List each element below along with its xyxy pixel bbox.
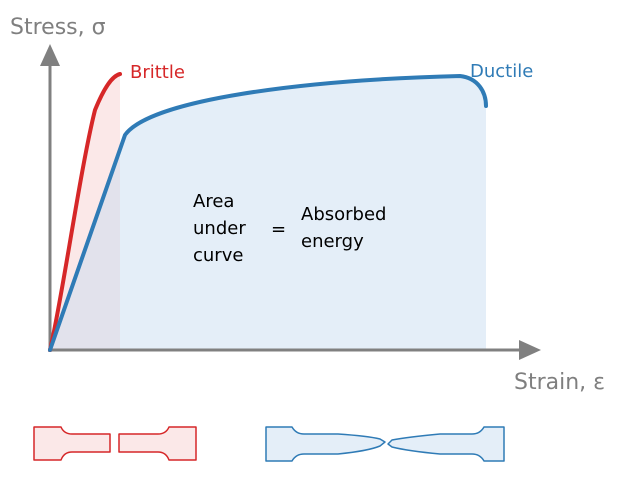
annotation-left-line-3: curve xyxy=(193,245,243,266)
ductile-specimen-right-half xyxy=(387,426,505,462)
annotation-right-line-2: energy xyxy=(301,231,364,252)
brittle-curve xyxy=(48,72,122,352)
ductile-specimen-left-half xyxy=(265,426,386,462)
annotation-left-line-2: under xyxy=(193,218,246,239)
x-axis-title: Strain, ε xyxy=(514,370,605,395)
ductile-curve xyxy=(48,73,488,352)
ductile-specimen xyxy=(265,426,505,462)
annotation-left-line-1: Area xyxy=(193,191,234,212)
annotation-equals-sign: = xyxy=(271,219,286,240)
x-axis-arrowhead xyxy=(519,340,541,360)
y-axis-title: Stress, σ xyxy=(10,15,106,40)
brittle-label: Brittle xyxy=(130,62,185,83)
annotation-right-line-1: Absorbed xyxy=(301,204,386,225)
ductile-label: Ductile xyxy=(470,61,533,82)
ductile-area-fill xyxy=(50,76,486,350)
brittle-specimen xyxy=(33,426,197,461)
y-axis-arrowhead xyxy=(40,44,60,66)
brittle-specimen-left-half xyxy=(33,426,111,461)
brittle-specimen-right-half xyxy=(118,426,197,461)
